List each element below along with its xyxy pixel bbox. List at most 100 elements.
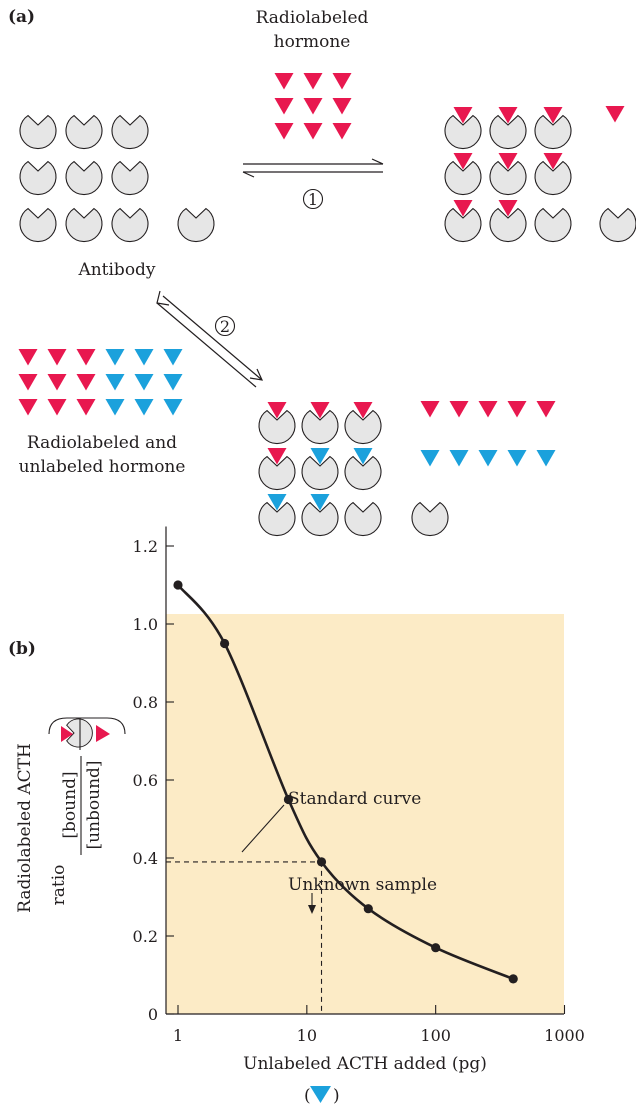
unknown-sample-label: Unknown sample	[288, 875, 437, 895]
antibody-icon	[65, 161, 103, 196]
antibody-group-bottom	[258, 410, 449, 537]
x-tick-label: 100	[420, 1026, 451, 1045]
unlabeled-hormone-icon	[105, 374, 125, 391]
y-tick-label: 0	[148, 1005, 158, 1024]
step-1-label: 1	[308, 190, 318, 209]
data-point	[283, 794, 294, 805]
data-point	[220, 638, 230, 649]
unlabeled-hormone-icon	[420, 450, 440, 467]
x-tick-label: 1	[173, 1026, 183, 1045]
data-point	[363, 904, 373, 914]
free-radiolabeled-hormone-icon	[605, 106, 625, 123]
radiolabeled-hormone-label-line2: hormone	[274, 32, 351, 52]
antibody-group-right	[444, 115, 636, 243]
radiolabeled-hormone-icon	[47, 399, 67, 416]
antibody-icon	[411, 502, 449, 537]
antibody-icon	[599, 208, 636, 243]
radiolabeled-hormone-icon	[76, 399, 96, 416]
y-axis-glyph	[61, 718, 110, 750]
antibody-group-left	[19, 115, 215, 243]
antibody-icon	[111, 161, 149, 196]
antibody-icon	[19, 115, 57, 150]
antibody-icon	[19, 208, 57, 243]
radiolabeled-hormone-icon	[76, 349, 96, 366]
antibody-label: Antibody	[77, 260, 155, 280]
y-tick-label: 0.4	[133, 849, 158, 868]
antibody-icon	[111, 115, 149, 150]
unlabeled-hormone-icon	[478, 450, 498, 467]
mixed-hormone-label-line2: unlabeled hormone	[19, 457, 186, 477]
unlabeled-hormone-icon	[163, 399, 183, 416]
radiolabeled-hormone-icon	[420, 401, 440, 418]
y-axis-denominator: [unbound]	[84, 760, 104, 849]
radiolabeled-hormone-icon	[332, 123, 352, 140]
unlabeled-hormone-icon	[134, 374, 154, 391]
antibody-icon	[344, 502, 382, 537]
panel-b-label: (b)	[8, 639, 36, 659]
y-axis-glyph-bracket	[48, 717, 126, 735]
radiolabeled-hormone-icon	[274, 98, 294, 115]
radiolabeled-hormone-icon	[303, 98, 323, 115]
data-point	[508, 974, 518, 984]
bound-radiolabeled-hormone-icon	[61, 726, 73, 742]
antibody-icon	[65, 115, 103, 150]
radiolabeled-hormone-icon	[18, 349, 38, 366]
y-tick-label: 1.0	[133, 615, 158, 634]
step-2-label: 2	[220, 317, 230, 336]
y-axis-numerator: [bound]	[60, 771, 80, 838]
free-hormone-bottom	[420, 401, 556, 467]
antibody-icon	[177, 208, 215, 243]
plot-background	[166, 614, 564, 1014]
radiolabeled-hormone-icon	[507, 401, 527, 418]
unlabeled-hormone-icon	[536, 450, 556, 467]
unlabeled-hormone-icon	[163, 374, 183, 391]
unlabeled-hormone-icon	[449, 450, 469, 467]
y-tick-label: 0.6	[133, 771, 158, 790]
unlabeled-hormone-icon	[163, 349, 183, 366]
antibody-icon	[65, 208, 103, 243]
free-radiolabeled-hormone-icon	[96, 725, 110, 742]
panel-a-label: (a)	[8, 7, 35, 27]
unlabeled-hormone-icon	[134, 349, 154, 366]
antibody-icon	[19, 161, 57, 196]
x-axis-label: Unlabeled ACTH added (pg)	[243, 1054, 487, 1074]
radiolabeled-hormone-group	[274, 73, 352, 140]
radiolabeled-hormone-icon	[449, 401, 469, 418]
radiolabeled-hormone-icon	[18, 399, 38, 416]
plot-marks	[166, 580, 518, 1014]
y-axis-ratio-label: ratio	[49, 865, 69, 906]
equilibrium-arrow-1	[242, 158, 384, 178]
unlabeled-hormone-icon	[105, 399, 125, 416]
radiolabeled-hormone-label-line1: Radiolabeled	[256, 8, 369, 28]
unknown-sample-arrowhead	[308, 905, 316, 914]
x-tick-label: 1000	[544, 1026, 585, 1045]
mixed-hormone-label-line1: Radiolabeled and	[27, 433, 177, 453]
radiolabeled-hormone-icon	[18, 374, 38, 391]
antibody-icon	[534, 208, 572, 243]
y-axis-label-line1: Radiolabeled ACTH	[15, 743, 35, 913]
x-axis-glyph-close-paren: )	[333, 1086, 340, 1106]
data-point	[316, 857, 327, 867]
step-1-badge	[302, 188, 324, 210]
radiolabeled-hormone-icon	[76, 374, 96, 391]
radiolabeled-hormone-icon	[47, 374, 67, 391]
radiolabeled-hormone-icon	[536, 401, 556, 418]
unlabeled-hormone-icon	[310, 1086, 331, 1103]
step-2-badge	[214, 315, 236, 337]
radiolabeled-hormone-icon	[47, 349, 67, 366]
y-tick-label: 1.2	[133, 537, 158, 556]
data-point	[173, 580, 183, 590]
radiolabeled-hormone-icon	[332, 73, 352, 90]
radiolabeled-hormone-icon	[303, 123, 323, 140]
equilibrium-arrow-2	[156, 290, 264, 388]
antibody-icon	[111, 208, 149, 243]
x-tick-label: 10	[297, 1026, 317, 1045]
radiolabeled-hormone-icon	[274, 123, 294, 140]
radiolabeled-hormone-icon	[332, 98, 352, 115]
standard-curve-leader	[241, 804, 285, 853]
radiolabeled-hormone-icon	[303, 73, 323, 90]
x-axis-glyph-open-paren: (	[304, 1086, 311, 1106]
radiolabeled-hormone-icon	[478, 401, 498, 418]
